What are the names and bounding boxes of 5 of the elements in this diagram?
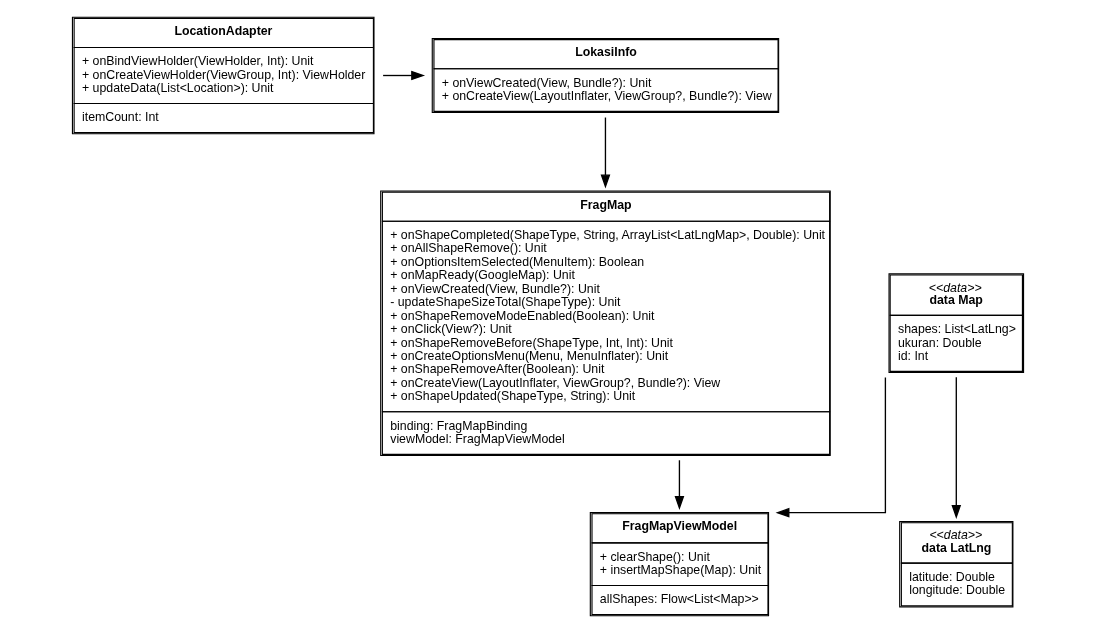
arrow [600,116,611,189]
arrow [951,376,962,519]
arrow [775,376,887,518]
arrow [382,70,426,81]
arrow [674,459,685,510]
